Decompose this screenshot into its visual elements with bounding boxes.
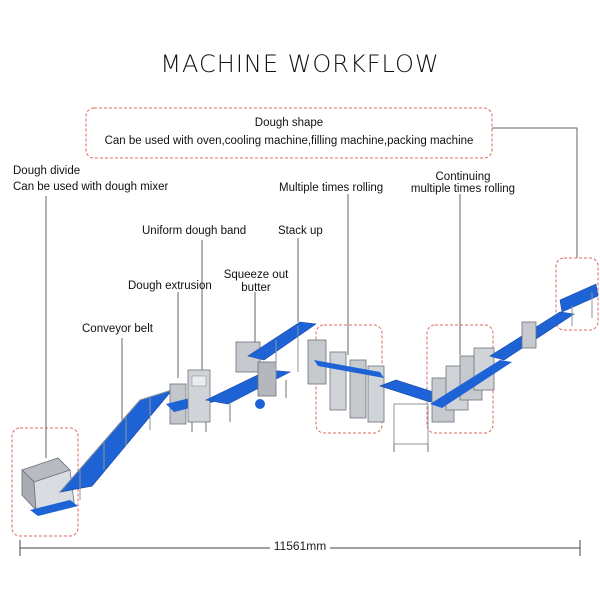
squeeze-out-label: Squeeze out [223, 269, 289, 281]
leader-lines [45, 127, 578, 458]
stacker-and-rolling-machines [307, 339, 385, 423]
conveyor-belt [58, 389, 174, 500]
incline-to-stacker [247, 321, 317, 382]
conveyor-belt-label: Conveyor belt [82, 323, 153, 335]
dimension-label: 11561mm [269, 539, 331, 553]
squeeze-out-butter-label: butter [241, 282, 271, 294]
dough-divide-description: Can be used with dough mixer [13, 181, 169, 193]
dough-extrusion-label: Dough extrusion [128, 280, 212, 292]
leader-dough-shape [492, 127, 578, 258]
stack-up-label: Stack up [278, 225, 323, 237]
continuing-rolling-label: multiple times rolling [410, 183, 516, 195]
multiple-rolling-label: Multiple times rolling [279, 182, 384, 194]
dough-shape-description: Can be used with oven,cooling machine,fi… [104, 135, 474, 147]
dough-divide-callout-box [11, 427, 79, 537]
dimension-label-wrap: 11561mm [0, 539, 600, 553]
butter-squeeze-machine [205, 341, 292, 422]
page-title: MACHINE WORKFLOW [160, 50, 440, 78]
uniform-dough-band-label: Uniform dough band [142, 225, 247, 237]
final-conveyors [489, 283, 599, 361]
uniform-band-machine [187, 369, 211, 432]
dough-divider-machine [21, 457, 78, 516]
dough-shape-label: Dough shape [254, 117, 324, 129]
dough-shape-callout-box [85, 107, 493, 159]
continuing-rolling-machines [430, 347, 512, 423]
continuing-label: Continuing [435, 171, 491, 183]
dough-divide-label: Dough divide [13, 165, 81, 177]
